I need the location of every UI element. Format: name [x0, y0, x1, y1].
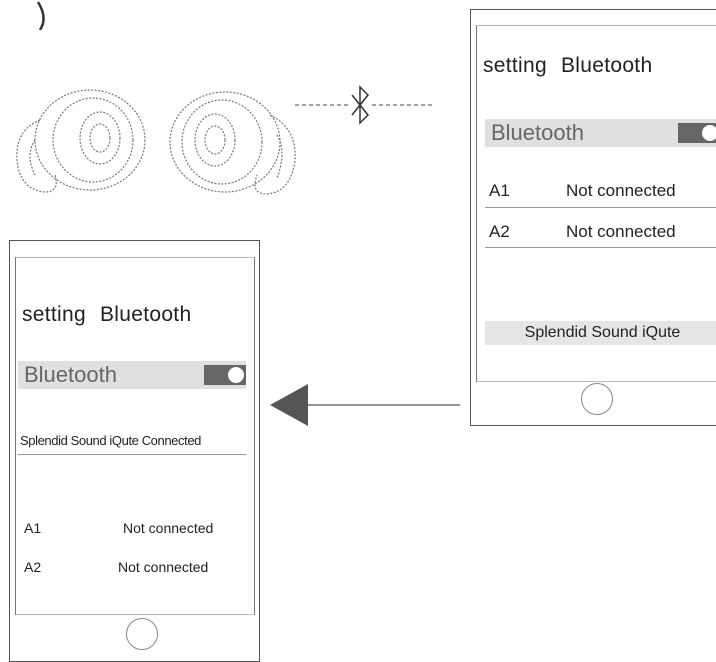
connected-device-label[interactable]: Splendid Sound iQute Connected — [20, 433, 201, 448]
device-row-a1[interactable]: A1 — [489, 181, 510, 201]
home-button-icon[interactable] — [126, 618, 158, 650]
bluetooth-toggle[interactable] — [678, 123, 716, 143]
right-phone-screen — [476, 25, 716, 382]
page-title: setting Bluetooth — [22, 303, 191, 327]
title-setting: setting — [22, 303, 86, 326]
home-button-icon[interactable] — [581, 383, 613, 415]
found-device-item[interactable]: Splendid Sound iQute — [485, 321, 716, 345]
device-status-a1: Not connected — [123, 520, 214, 536]
bluetooth-toggle-row[interactable]: Bluetooth — [485, 119, 716, 147]
device-status-a2: Not connected — [118, 559, 209, 575]
page-title: setting Bluetooth — [483, 54, 652, 78]
toggle-knob — [228, 367, 244, 383]
divider — [18, 454, 246, 455]
device-name: A2 — [489, 222, 510, 241]
device-status-a2: Not connected — [566, 222, 676, 241]
left-phone-screen — [15, 257, 255, 615]
device-row-a2[interactable]: A2 — [489, 222, 510, 242]
bluetooth-toggle-label: Bluetooth — [491, 120, 584, 145]
earbuds-icon — [16, 89, 296, 195]
device-row-a1[interactable]: A1 — [24, 520, 42, 536]
title-bluetooth: Bluetooth — [560, 54, 653, 77]
device-status-a1: Not connected — [566, 181, 676, 200]
title-bluetooth: Bluetooth — [99, 303, 192, 326]
divider — [485, 207, 716, 208]
partial-stroke — [36, 1, 45, 30]
bluetooth-link — [295, 85, 432, 125]
bluetooth-icon — [351, 85, 370, 125]
bluetooth-toggle[interactable] — [204, 365, 246, 385]
bluetooth-toggle-label: Bluetooth — [24, 362, 117, 387]
device-row-a2[interactable]: A2 — [24, 559, 42, 575]
divider — [485, 247, 716, 248]
arrow-left-icon — [270, 384, 460, 426]
toggle-knob — [702, 125, 716, 141]
title-setting: setting — [483, 54, 547, 77]
bluetooth-toggle-row[interactable]: Bluetooth — [18, 361, 246, 389]
device-name: A1 — [489, 181, 510, 200]
